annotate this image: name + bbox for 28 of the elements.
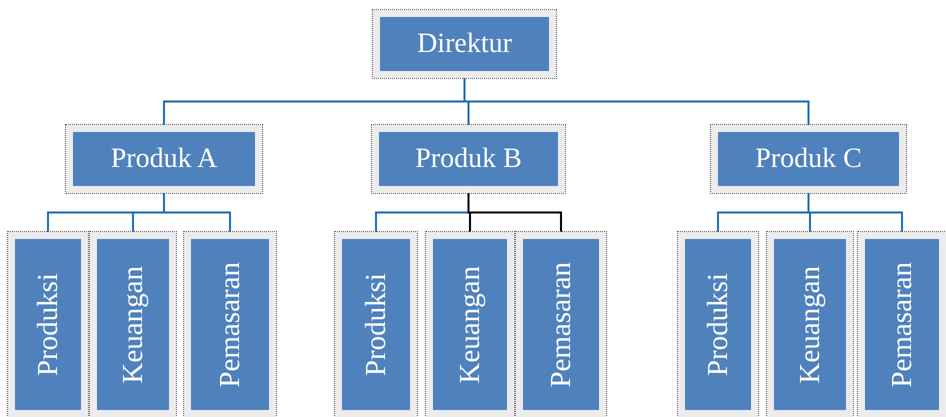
org-box xyxy=(8,232,88,417)
org-box xyxy=(711,125,906,193)
connector-line xyxy=(464,78,810,125)
node-label: Produk C xyxy=(755,145,862,173)
node-label: Produksi xyxy=(34,272,62,376)
org-box xyxy=(184,232,276,417)
org-box xyxy=(678,232,758,417)
org-box xyxy=(372,125,565,193)
node-label: Direktur xyxy=(417,30,512,58)
org-box xyxy=(373,10,556,78)
node-label: Keuangan xyxy=(796,266,824,384)
node-label: Produk A xyxy=(110,145,218,173)
org-box xyxy=(767,232,853,417)
connector-line xyxy=(163,193,231,232)
org-box xyxy=(90,232,176,417)
node-label: Pemasaran xyxy=(888,262,916,388)
org-box xyxy=(66,125,262,193)
node-label: Produksi xyxy=(704,272,732,376)
node-label: Keuangan xyxy=(456,266,484,384)
node-label: Produk B xyxy=(415,145,522,173)
org-box xyxy=(858,232,946,417)
node-label: Pemasaran xyxy=(546,262,576,388)
node-label: Produksi xyxy=(362,272,390,376)
org-box xyxy=(516,232,606,417)
org-box xyxy=(335,232,417,417)
node-label: Pemasaran xyxy=(216,262,244,388)
node-label: Keuangan xyxy=(118,266,148,384)
org-box xyxy=(426,232,514,417)
